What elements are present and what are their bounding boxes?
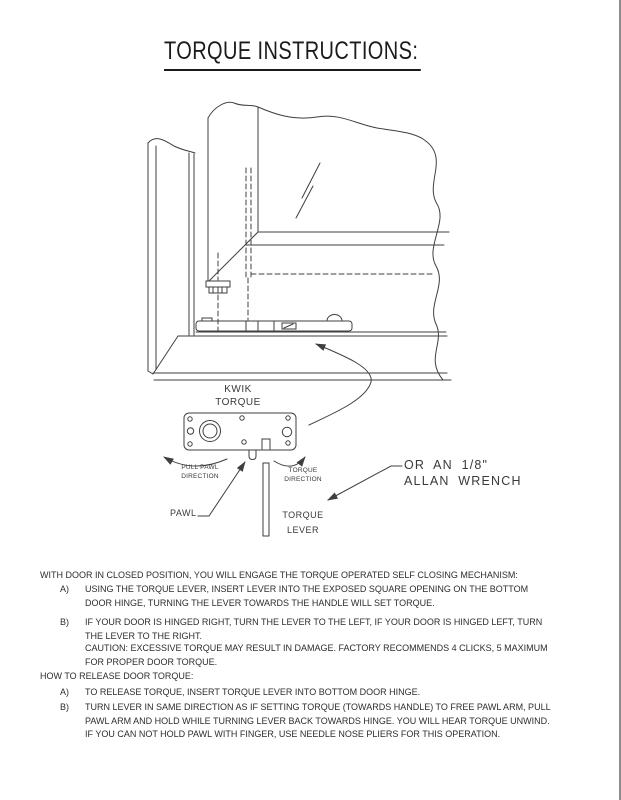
engage-item-b-label: B): [60, 617, 69, 627]
release-item-a-text: TO RELEASE TORQUE, INSERT TORQUE LEVER I…: [85, 687, 421, 697]
engage-item-a-label: A): [60, 584, 69, 594]
allan-wrench-leader-arrow: [327, 465, 403, 501]
allan-wrench-label: OR AN 1/8" ALLAN WRENCH: [404, 458, 522, 489]
torque-lever-label-line2: LEVER: [286, 525, 319, 535]
kwik-torque-label: KWIK TORQUE: [209, 384, 267, 409]
torque-lever-label-line1: TORQUE: [282, 510, 324, 520]
release-torque-heading: HOW TO RELEASE DOOR TORQUE:: [40, 671, 194, 681]
pawl-tab: [248, 449, 257, 461]
engage-torque-heading: WITH DOOR IN CLOSED POSITION, YOU WILL E…: [40, 570, 518, 580]
glass-panel: [257, 106, 444, 381]
torque-direction-line1: TORQUE: [288, 467, 318, 474]
door-frame-jamb: [147, 138, 452, 381]
kwik-torque-label-line1: KWIK: [224, 384, 252, 395]
allan-wrench-label-line2: ALLAN WRENCH: [404, 473, 522, 488]
release-item-b-label: B): [60, 702, 69, 712]
torque-direction-arrow: [273, 456, 306, 467]
pawl-label: PAWL: [170, 508, 197, 518]
pull-pawl-direction-line2: DIRECTION: [181, 473, 219, 480]
door-stile: [207, 101, 259, 321]
kwik-torque-plate: [183, 412, 297, 461]
pull-pawl-direction-arrow: [163, 456, 228, 467]
pull-pawl-direction-label: PULL PAWL DIRECTION: [171, 463, 229, 481]
caution-note: CAUTION: EXCESSIVE TORQUE MAY RESULT IN …: [85, 643, 548, 667]
release-item-a-label: A): [60, 687, 69, 697]
hinge-pointer-arrow: [308, 343, 372, 426]
torque-lever-part: [262, 462, 270, 537]
release-item-b-text: TURN LEVER IN SAME DIRECTION AS IF SETTI…: [85, 702, 551, 739]
release-item-a: A) TO RELEASE TORQUE, INSERT TORQUE LEVE…: [60, 686, 557, 700]
engage-item-a-text: USING THE TORQUE LEVER, INSERT LEVER INT…: [85, 584, 529, 608]
engage-item-a: A) USING THE TORQUE LEVER, INSERT LEVER …: [60, 583, 557, 610]
pull-pawl-direction-line1: PULL PAWL: [181, 464, 219, 471]
release-item-b: B) TURN LEVER IN SAME DIRECTION AS IF SE…: [60, 701, 557, 742]
bottom-door-hinge: [195, 314, 353, 332]
page-edge-line: [619, 0, 621, 800]
page-title: TORQUE INSTRUCTIONS:: [164, 37, 421, 71]
engage-item-b-text: IF YOUR DOOR IS HINGED RIGHT, TURN THE L…: [85, 617, 543, 641]
pivot-pin: [205, 252, 231, 335]
door-bottom-rail: [195, 231, 450, 333]
torque-lever-label: TORQUE LEVER: [281, 508, 325, 538]
allan-wrench-label-line1: OR AN 1/8": [404, 458, 489, 472]
kwik-torque-label-line2: TORQUE: [215, 396, 261, 408]
engage-item-b: B) IF YOUR DOOR IS HINGED RIGHT, TURN TH…: [60, 616, 557, 643]
square-opening: [261, 438, 271, 450]
torque-direction-line2: DIRECTION: [284, 476, 322, 483]
torque-direction-label: TORQUE DIRECTION: [274, 466, 332, 484]
pawl-leader-arrow: [197, 461, 246, 517]
